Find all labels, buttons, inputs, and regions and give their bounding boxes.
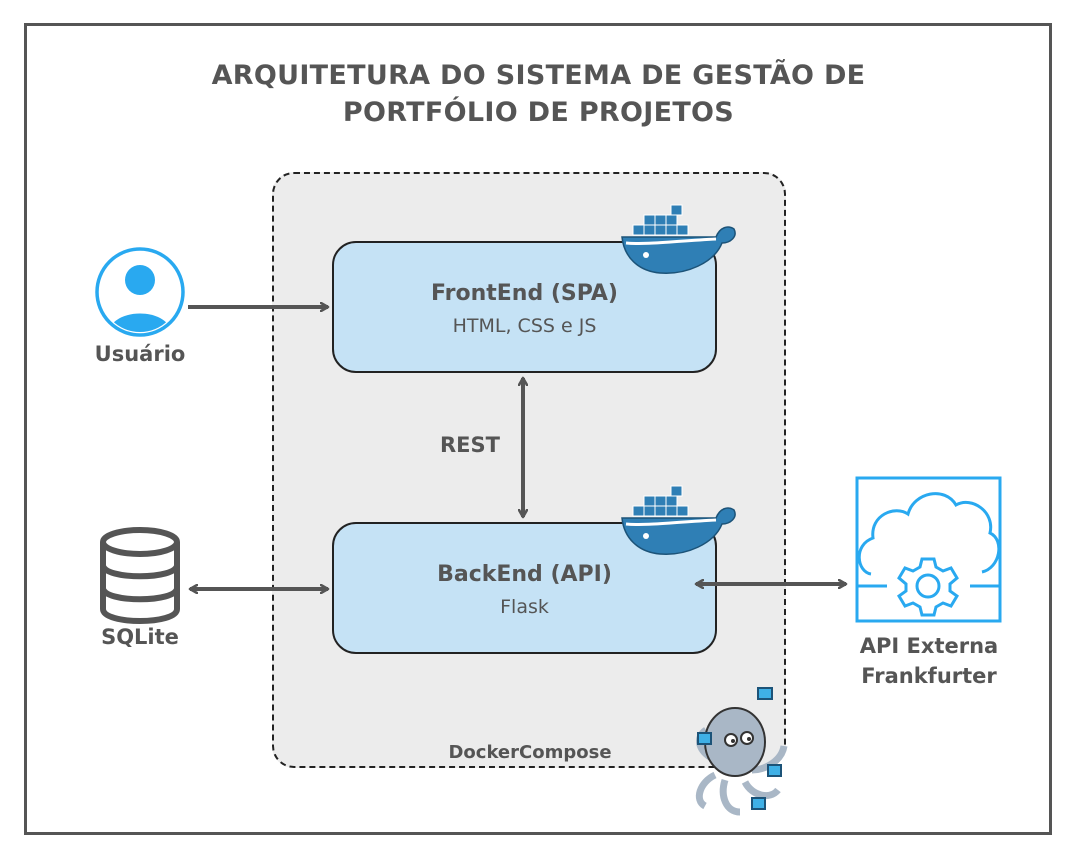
- external-api-label: API Externa Frankfurter: [838, 631, 1020, 691]
- cloud-gear-icon: [855, 476, 1002, 623]
- frontend-title: FrontEnd (SPA): [431, 281, 618, 306]
- frontend-subtitle: HTML, CSS e JS: [452, 315, 597, 337]
- external-api-label-line-2: Frankfurter: [861, 664, 997, 688]
- external-api-label-line-1: API Externa: [859, 634, 999, 658]
- docker-whale-icon: [621, 485, 736, 555]
- backend-title: BackEnd (API): [437, 562, 612, 587]
- diagram-title-line-1: ARQUITETURA DO SISTEMA DE GESTÃO DE: [211, 60, 866, 91]
- docker-compose-octopus-icon: [695, 687, 788, 816]
- rest-label: REST: [440, 433, 500, 457]
- docker-whale-icon: [621, 204, 736, 274]
- database-label: SQLite: [101, 625, 179, 649]
- user-label: Usuário: [94, 342, 186, 366]
- diagram-title-line-2: PORTFÓLIO DE PROJETOS: [342, 97, 735, 128]
- docker-compose-label: DockerCompose: [448, 742, 612, 763]
- user-icon: [95, 247, 185, 337]
- frontend-box: FrontEnd (SPA) HTML, CSS e JS: [332, 241, 717, 373]
- backend-subtitle: Flask: [500, 596, 549, 618]
- database-icon: [100, 527, 180, 624]
